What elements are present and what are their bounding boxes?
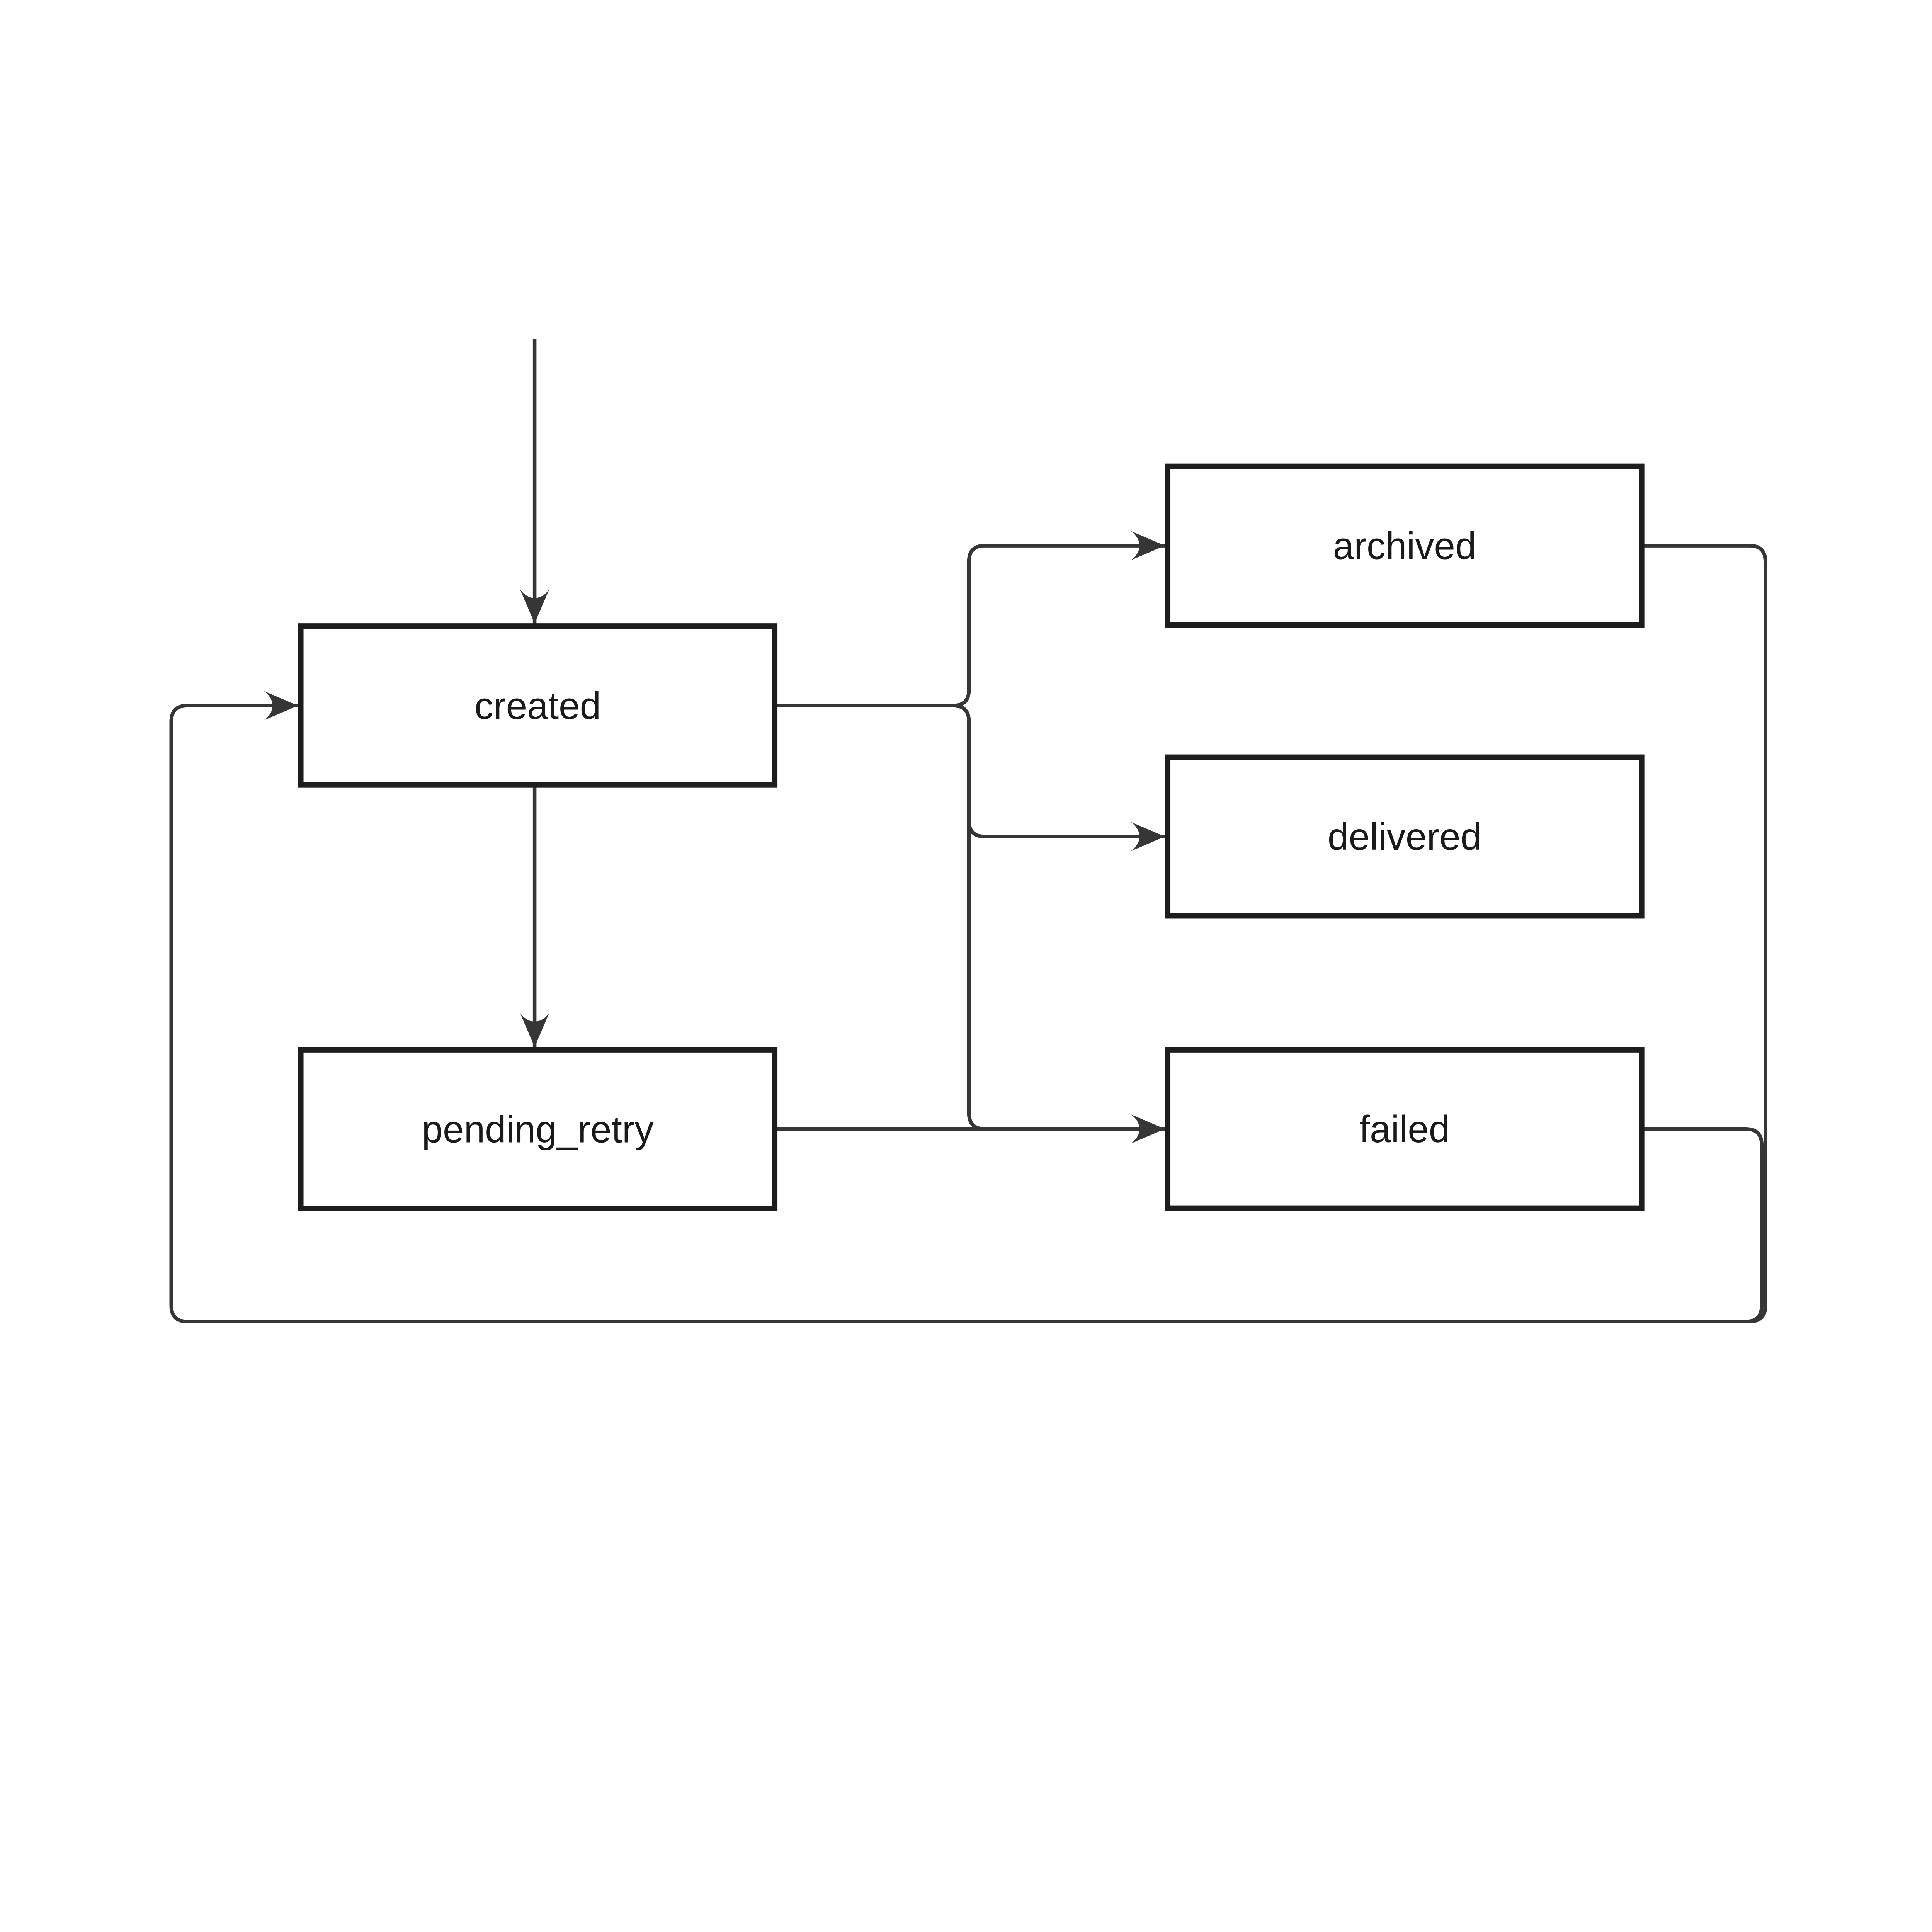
node-delivered-box [1165, 754, 1645, 919]
node-pending-retry-label: pending_retry [422, 1108, 653, 1151]
node-layer: created pending_retry archived delivered… [298, 463, 1645, 1211]
edge-layer [169, 339, 1767, 1323]
node-pending-retry: pending_retry [298, 1047, 778, 1211]
node-failed-box [1165, 1047, 1645, 1211]
node-created-label: created [474, 684, 601, 727]
node-failed-label: failed [1359, 1108, 1450, 1150]
node-archived-label: archived [1333, 524, 1476, 567]
edge-archived-to-created-loop [169, 544, 1767, 1323]
node-pending-retry-box [298, 1047, 778, 1211]
edge-created-to-archived [774, 531, 1165, 707]
edge-trunk-created-down [953, 704, 993, 1131]
node-created-box [298, 623, 778, 788]
node-delivered: delivered [1165, 754, 1645, 919]
edge-created-to-delivered [967, 820, 1165, 852]
node-failed: failed [1165, 1047, 1645, 1211]
node-created: created [298, 623, 778, 788]
node-archived: archived [1165, 463, 1645, 628]
node-archived-box [1165, 463, 1645, 628]
edge-failed-to-loop [1641, 1127, 1764, 1323]
node-delivered-label: delivered [1328, 815, 1481, 858]
